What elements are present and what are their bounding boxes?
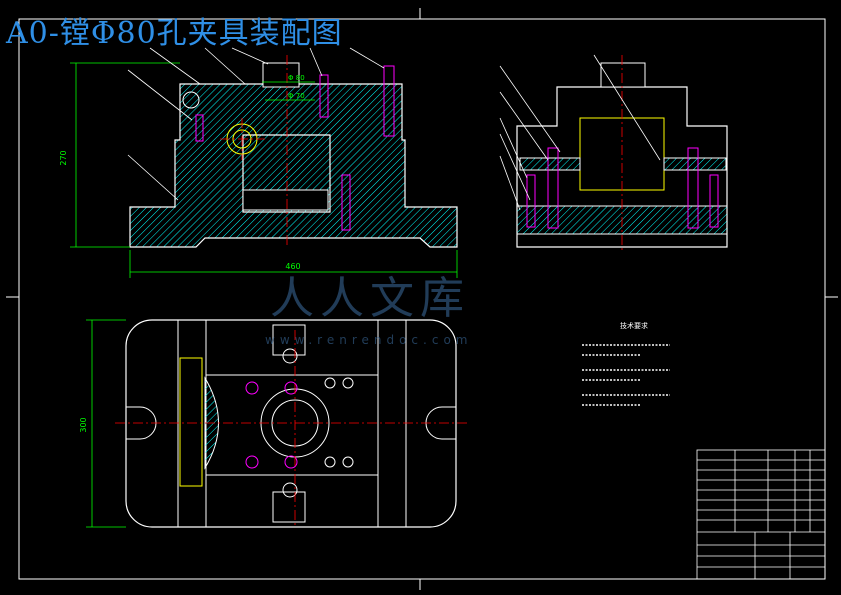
- dim-hole-2-label: Φ 70: [288, 92, 305, 100]
- plan-view-dimensions: [86, 319, 126, 528]
- side-view-leaders: [499, 54, 661, 211]
- dim-width-label: 460: [285, 262, 300, 271]
- sheet-frame: [18, 18, 826, 580]
- dim-plan-height-label: 300: [79, 417, 88, 432]
- front-view-dimensions: [70, 62, 458, 278]
- front-view-bolts: [195, 65, 395, 231]
- front-view-leaders: [127, 47, 385, 201]
- frame-ticks: [6, 8, 838, 590]
- front-view-centerlines: [220, 55, 288, 248]
- plan-view: 300: [79, 319, 468, 528]
- watermark: 人人文库: [270, 273, 470, 324]
- watermark-url: www.renrendoc.com: [265, 333, 473, 347]
- drawing-title: A0-镗Φ80孔夹具装配图: [6, 16, 343, 51]
- dim-hole-1-label: Φ 80: [288, 74, 305, 82]
- tech-notes-heading: 技术要求: [620, 321, 648, 330]
- front-view: 270 460 Φ 80 Φ 70: [59, 47, 458, 278]
- front-view-inner: [242, 189, 329, 211]
- tech-notes-block: 技术要求: [582, 321, 670, 406]
- plan-view-fasteners: [245, 381, 298, 469]
- plan-view-studs: [282, 348, 354, 498]
- front-view-body: [129, 83, 458, 248]
- title-block: [696, 449, 826, 580]
- side-view-slot: [600, 62, 646, 88]
- front-view-slot: [262, 62, 300, 88]
- dim-height-label: 270: [59, 150, 68, 165]
- plan-view-centerlines: [115, 330, 468, 525]
- side-view: [499, 54, 728, 250]
- side-view-bolts: [526, 147, 719, 229]
- side-view-clamps: [519, 157, 727, 171]
